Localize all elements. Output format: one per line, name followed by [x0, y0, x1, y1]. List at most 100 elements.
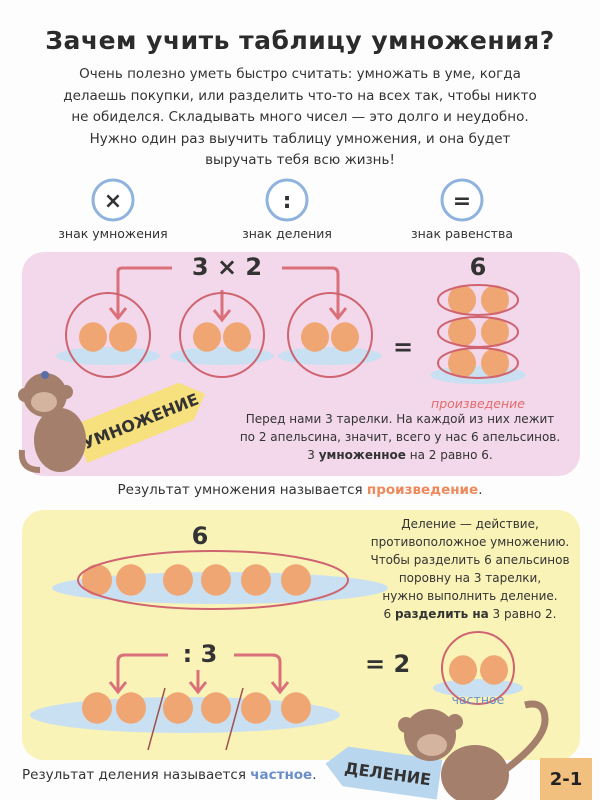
- intro-line: делаешь покупки, или разделить что-то на…: [63, 87, 537, 104]
- bold-term: разделить на: [394, 607, 489, 621]
- text-line: 3 умноженное на 2 равно 6.: [220, 446, 580, 464]
- division-summary: Результат деления называется частное.: [22, 767, 317, 783]
- division-tag: ДЕЛЕНИЕ: [325, 746, 443, 800]
- equals-sign-label: знак равенства: [410, 226, 513, 241]
- group-ring: [65, 292, 151, 378]
- division-divisor: : 3: [182, 640, 218, 668]
- text: 3 равно 2.: [488, 607, 557, 621]
- orange: [116, 564, 146, 596]
- text: на 2 равно 6.: [405, 448, 493, 462]
- orange: [481, 317, 509, 347]
- svg-text::: :: [283, 189, 292, 214]
- arrow: [116, 653, 168, 690]
- orange: [223, 322, 251, 352]
- quotient-label: частное: [451, 692, 505, 707]
- orange: [281, 564, 311, 596]
- text-line: по 2 апельсина, значит, всего у нас 6 ап…: [239, 430, 561, 444]
- orange: [241, 564, 271, 596]
- arrows: [108, 266, 348, 323]
- plate: [56, 347, 160, 365]
- arrow: [188, 681, 208, 695]
- orange: [163, 692, 193, 724]
- orange: [193, 322, 221, 352]
- bold-term: умноженное: [318, 448, 406, 462]
- plate: [170, 347, 274, 365]
- text: Результат деления называется: [22, 767, 251, 783]
- intro-line: Нужно один раз выучить таблицу умножения…: [89, 130, 511, 147]
- monkey-illustration: [18, 371, 86, 473]
- group-ring: [287, 292, 373, 378]
- arrow: [270, 681, 290, 695]
- division-explanation: Деление — действие, противоположное умно…: [370, 515, 570, 623]
- group-ring: [179, 292, 265, 378]
- orange: [201, 564, 231, 596]
- orange: [281, 692, 311, 724]
- orange: [116, 692, 146, 724]
- multiply-sign-label: знак умножения: [58, 226, 168, 241]
- multiplication-tag: УМНОЖЕНИЕ: [72, 382, 205, 463]
- row-ring: [437, 347, 519, 379]
- text-line: Чтобы разделить 6 апельсинов: [370, 553, 570, 567]
- text: .: [478, 482, 483, 498]
- monkey-illustration: [398, 700, 549, 800]
- arrows: [108, 653, 290, 695]
- intro-line: Очень полезно уметь быстро считать: умно…: [79, 66, 521, 82]
- orange: [82, 692, 112, 724]
- divider-line: [225, 687, 244, 751]
- divide-icon: :: [265, 178, 309, 222]
- orange: [448, 285, 476, 315]
- page-title: Зачем учить таблицу умножения?: [45, 26, 555, 55]
- orange: [82, 564, 112, 596]
- multiplication-explanation: Перед нами 3 тарелки. На каждой из них л…: [220, 410, 580, 464]
- orange: [163, 564, 193, 596]
- arrow: [108, 681, 128, 695]
- text-line: 6 разделить на 3 равно 2.: [370, 605, 570, 623]
- intro-line: не обиделся. Складывать много чисел — эт…: [71, 109, 529, 125]
- orange: [331, 322, 359, 352]
- group-ring: [441, 631, 515, 705]
- multiplication-summary: Результат умножения называется произведе…: [0, 482, 600, 498]
- multiplication-expression: 3 × 2: [191, 253, 263, 281]
- svg-text:×: ×: [104, 189, 122, 214]
- orange: [449, 655, 477, 685]
- equals-sign: =: [393, 333, 414, 361]
- text: .: [312, 767, 317, 783]
- product-label: произведение: [431, 396, 525, 411]
- multiplication-result: 6: [469, 253, 487, 281]
- quotient-term: частное: [250, 767, 313, 783]
- row-ring: [437, 284, 519, 316]
- orange: [448, 348, 476, 378]
- arrow: [234, 653, 282, 690]
- intro-paragraph: Очень полезно уметь быстро считать: умно…: [40, 64, 560, 172]
- orange: [201, 692, 231, 724]
- divide-sign-label: знак деления: [242, 226, 332, 241]
- text: 3: [307, 448, 319, 462]
- orange: [79, 322, 107, 352]
- multiply-icon: ×: [91, 178, 135, 222]
- orange: [481, 348, 509, 378]
- equals-icon: =: [440, 178, 484, 222]
- orange: [241, 692, 271, 724]
- plate: [433, 679, 523, 697]
- svg-text:=: =: [453, 189, 471, 214]
- division-result: = 2: [365, 650, 411, 678]
- product-term: произведение: [366, 482, 479, 498]
- text-line: поровну на 3 тарелки,: [398, 571, 542, 585]
- divider-line: [147, 687, 166, 751]
- orange: [448, 317, 476, 347]
- orange: [109, 322, 137, 352]
- text-line: Перед нами 3 тарелки. На каждой из них л…: [245, 412, 555, 426]
- text-line: Деление — действие,: [401, 517, 539, 531]
- plate: [430, 366, 526, 384]
- division-total: 6: [191, 522, 209, 550]
- text: Результат умножения называется: [117, 482, 367, 498]
- intro-line: выручать тебя всю жизнь!: [205, 152, 395, 168]
- plate: [278, 347, 382, 365]
- group-ring: [77, 550, 349, 610]
- text: 6: [383, 607, 395, 621]
- page-number: 2-1: [540, 758, 592, 800]
- text-line: нужно выполнить деление.: [382, 589, 558, 603]
- orange: [481, 285, 509, 315]
- orange: [301, 322, 329, 352]
